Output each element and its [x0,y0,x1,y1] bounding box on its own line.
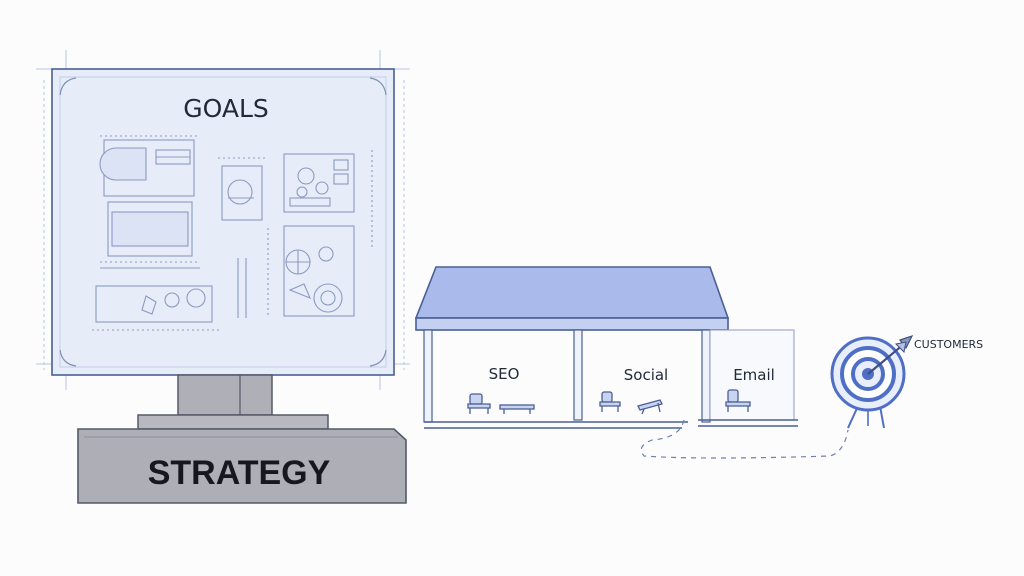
customers-label: CUSTOMERS [914,338,983,351]
floorplan-sketch-5 [92,285,220,331]
strategy-label: STRATEGY [148,454,331,492]
building-roof [414,266,730,319]
email-annex [709,329,795,421]
blueprint-sketches [92,135,373,331]
room-furniture [467,389,751,415]
room-label-email: Email [733,366,775,384]
pedestal-column [177,374,273,416]
arrow-icon [867,334,914,375]
floorplan-sketch-3 [283,153,355,213]
floorplan-sketch-1 [99,135,200,197]
floorplan-sketch-2 [218,157,268,221]
chair-icon [725,389,751,412]
elevation-sketch [100,201,200,269]
panel-corner-marks [59,77,387,367]
pedestal-cap [137,414,329,430]
channels-building: SEO Social Email [414,266,798,429]
room-label-seo: SEO [489,365,520,383]
roof-fascia [415,317,729,331]
goals-panel-inner-frame [59,76,387,368]
goals-blueprint-panel: GOALS [36,50,410,390]
floorplan-sketch-4 [283,225,355,317]
target-icon [830,334,914,429]
room-label-social: Social [624,366,668,384]
goals-title: GOALS [183,94,269,123]
pillar-middle [573,329,583,421]
bench-icon [637,399,663,415]
table-icon [499,404,535,414]
strategy-pedestal: STRATEGY [77,374,407,504]
goals-panel-frame [51,68,395,376]
journey-path [640,419,849,459]
pillar-right [701,329,711,423]
dimension-marks [237,150,373,318]
chair-icon [599,391,621,412]
chair-icon [467,393,491,414]
pillar-left [423,329,433,423]
pedestal-base [77,428,407,504]
